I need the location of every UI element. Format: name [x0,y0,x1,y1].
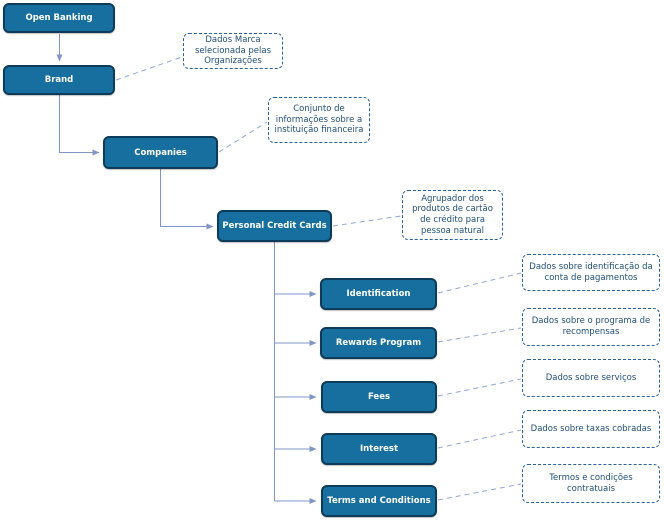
node-interest[interactable]: Interest [321,433,437,465]
note-interest-text: Dados sobre taxas cobradas [530,423,652,434]
link-interest-note [437,429,522,449]
note-rewards-program-text: Dados sobre o programa de recompensas [531,316,651,337]
node-companies-label: Companies [134,147,187,158]
note-interest: Dados sobre taxas cobradas [522,410,660,448]
link-pcc-note [332,215,402,227]
note-personal-credit-cards-text: Agrupador dos produtos de cartão de créd… [412,193,493,236]
node-identification-label: Identification [346,289,411,299]
note-brand-text: Dados Marca selecionada pelas Organizaçõ… [194,35,271,67]
note-companies-text: Conjunto de informações sobre a institui… [274,104,364,136]
node-terms-and-conditions[interactable]: Terms and Conditions [321,485,437,517]
node-interest-label: Interest [359,444,399,454]
note-identification-text: Dados sobre identificação da conta de pa… [529,261,653,283]
node-rewards-program[interactable]: Rewards Program [320,327,437,359]
note-terms-and-conditions-text: Termos e condições contratuais [549,472,633,494]
link-terms-note [437,483,522,501]
link-companies-note [218,121,268,153]
node-fees-label: Fees [367,392,391,402]
note-rewards-program: Dados sobre o programa de recompensas [522,308,660,346]
note-brand: Dados Marca selecionada pelas Organizaçõ… [183,33,283,69]
node-rewards-program-label: Rewards Program [335,338,422,348]
link-identification-note [437,272,522,294]
node-brand[interactable]: Brand [3,65,115,95]
link-brand-note [115,56,183,81]
link-fees-note [437,378,522,397]
note-fees-text: Dados sobre serviços [545,372,637,383]
note-fees: Dados sobre serviços [522,359,660,397]
note-terms-and-conditions: Termos e condições contratuais [522,464,660,503]
node-identification[interactable]: Identification [320,278,437,310]
node-companies[interactable]: Companies [103,136,218,169]
note-personal-credit-cards: Agrupador dos produtos de cartão de créd… [402,190,503,240]
note-identification: Dados sobre identificação da conta de pa… [522,254,660,291]
node-personal-credit-cards[interactable]: Personal Credit Cards [217,210,332,242]
edge-brand-companies [59,95,100,156]
note-companies: Conjunto de informações sobre a institui… [268,97,370,143]
node-open-banking[interactable]: Open Banking [3,3,115,33]
node-terms-and-conditions-label: Terms and Conditions [327,496,431,506]
edge-companies-pcc [160,169,214,230]
node-fees[interactable]: Fees [321,381,437,413]
node-brand-label: Brand [44,75,74,85]
link-rewards-note [437,327,522,343]
node-personal-credit-cards-label: Personal Credit Cards [222,221,327,231]
node-open-banking-label: Open Banking [25,13,93,23]
